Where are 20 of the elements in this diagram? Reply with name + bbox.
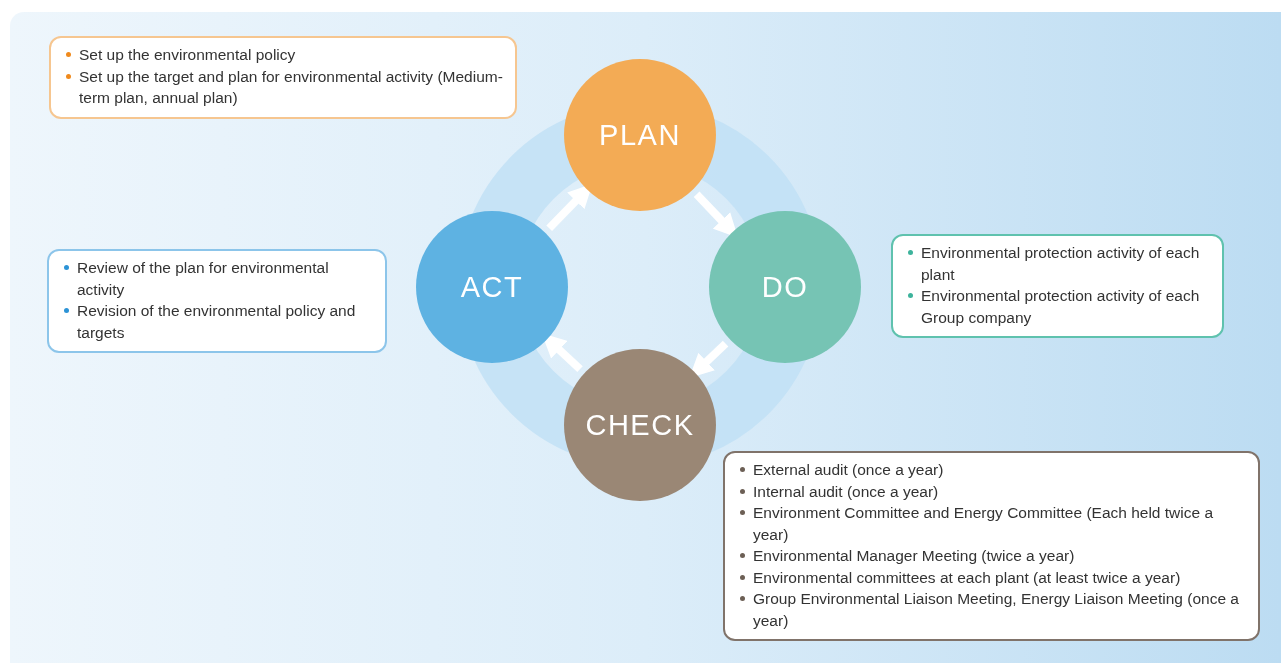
bullet-item: Group Environmental Liaison Meeting, Energy Liaison Meeting (once a year)	[739, 588, 1248, 631]
stage-label: ACT	[460, 270, 524, 304]
note-box	[723, 451, 1260, 641]
note-box	[49, 36, 517, 119]
note-box	[891, 234, 1224, 338]
bullet-item: Revision of the environmental policy and targets	[63, 300, 375, 343]
stage-label: CHECK	[585, 408, 695, 442]
bullet-item: Set up the target and plan for environmental activity (Medium-term plan, annual plan)	[65, 65, 505, 109]
bullet-item: Environmental Manager Meeting (twice a year)	[739, 545, 1248, 567]
stage-label: PLAN	[599, 118, 681, 152]
bullet-item: Internal audit (once a year)	[739, 480, 1248, 502]
bullet-item: Review of the plan for environmental activity	[63, 257, 375, 300]
note-box	[47, 249, 387, 353]
bullet-item: External audit (once a year)	[739, 459, 1248, 481]
bullet-item: Set up the environmental policy	[65, 44, 505, 66]
bullet-item: Environmental protection activity of each Group company	[907, 285, 1212, 328]
bullet-item: Environmental protection activity of each plant	[907, 242, 1212, 285]
bullet-item: Environment Committee and Energy Committee (Each held twice a year)	[739, 502, 1248, 545]
stage-label: DO	[761, 270, 809, 304]
bullet-item: Environmental committees at each plant (at least twice a year)	[739, 566, 1248, 588]
